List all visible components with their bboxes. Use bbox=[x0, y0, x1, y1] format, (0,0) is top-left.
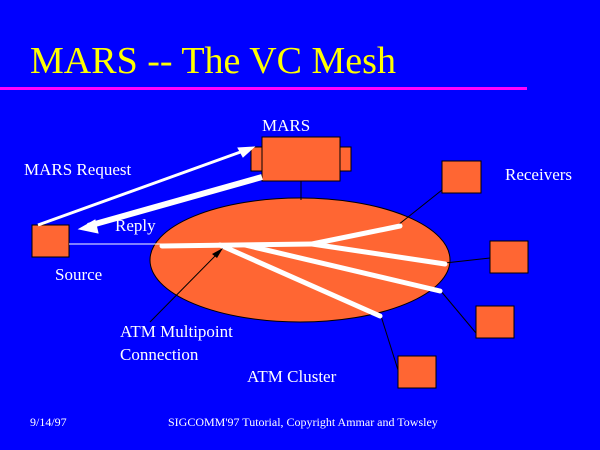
mars-request-label: MARS Request bbox=[24, 160, 132, 179]
receiver-node-2 bbox=[489, 240, 529, 274]
mars-arrows bbox=[37, 146, 263, 234]
source-label: Source bbox=[55, 265, 103, 284]
multipoint-pointer bbox=[149, 250, 221, 323]
receiver-links bbox=[380, 189, 491, 371]
multipoint-tree bbox=[159, 223, 448, 319]
atm-cluster-label: ATM Cluster bbox=[247, 367, 337, 386]
reply-arrow bbox=[87, 174, 263, 229]
reply-arrowhead bbox=[77, 219, 99, 234]
footer-credit: SIGCOMM'97 Tutorial, Copyright Ammar and… bbox=[168, 415, 438, 429]
mars-server-box bbox=[250, 136, 352, 182]
slide-title: MARS -- The VC Mesh bbox=[30, 40, 396, 82]
source-node bbox=[31, 224, 70, 258]
multipoint-pointer-head bbox=[212, 248, 223, 258]
mars-label: MARS bbox=[262, 116, 311, 135]
title-rule bbox=[0, 87, 527, 90]
receivers-label: Receivers bbox=[505, 165, 573, 184]
atm-multipoint-label-line2: Connection bbox=[120, 345, 199, 364]
receiver-node-4 bbox=[397, 355, 437, 389]
receiver-node-3 bbox=[475, 305, 515, 339]
atm-multipoint-label-line1: ATM Multipoint bbox=[120, 322, 233, 341]
footer-date: 9/14/97 bbox=[30, 415, 67, 429]
receiver-node-1 bbox=[441, 160, 482, 194]
reply-label: Reply bbox=[115, 216, 156, 235]
request-arrow bbox=[37, 148, 247, 227]
request-arrowhead bbox=[237, 146, 256, 158]
